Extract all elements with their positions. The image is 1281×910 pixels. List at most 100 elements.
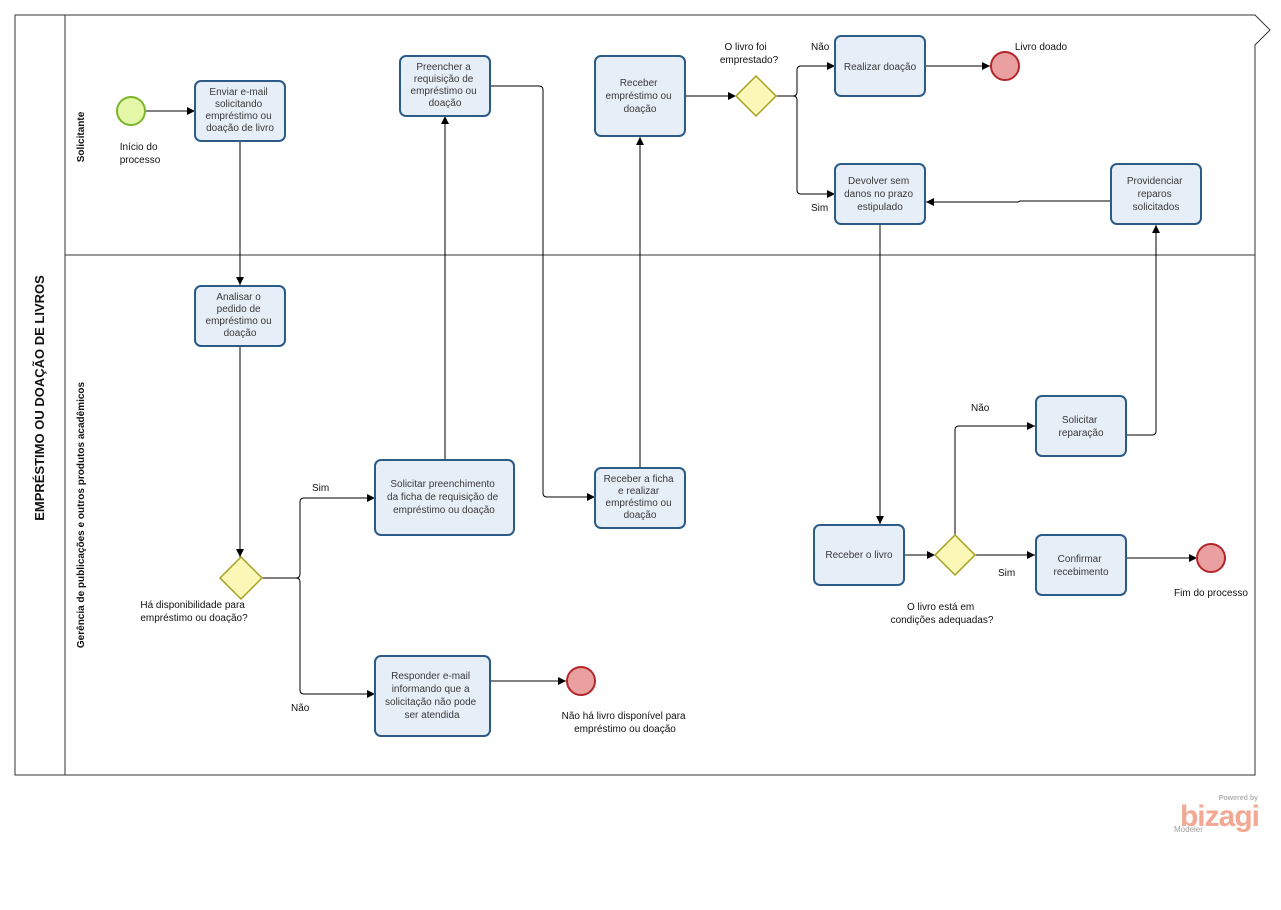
task-receber-emprestimo[interactable]: Receber empréstimo ou doação: [594, 55, 686, 137]
task-label: e realizar: [618, 486, 660, 497]
task-label: Receber o livro: [825, 550, 893, 561]
task-preencher-requisicao[interactable]: Preencher a requisição de empréstimo ou …: [399, 55, 491, 117]
flow-label-sim: Sim: [312, 483, 329, 494]
task-label: Enviar e-mail: [209, 87, 267, 98]
task-label: danos no prazo: [844, 189, 913, 200]
task-label: Receber a ficha: [604, 474, 674, 485]
svg-text:Há disponibilidade para: Há disponibilidade para empréstimo ou do…: [140, 600, 248, 624]
svg-text:Não há livro disponível para: Não há livro disponível para empréstimo …: [562, 711, 689, 735]
task-label: doação: [624, 104, 657, 115]
gateway-label: condições adequadas?: [891, 615, 994, 626]
svg-text:Realizar doação: Realizar doação: [844, 62, 917, 73]
task-label: empréstimo ou: [206, 316, 272, 327]
gateway-label: empréstimo ou doação?: [140, 613, 248, 624]
gateway-label: O livro foi: [724, 42, 766, 53]
task-label: pedido de: [217, 304, 261, 315]
lane-title-gerencia: Gerência de publicações e outros produto…: [76, 381, 87, 648]
gateway-disponibilidade: Há disponibilidade para empréstimo ou do…: [140, 555, 264, 624]
end-event-fim: Fim do processo: [1174, 543, 1248, 599]
gateway-livro-emprestado: O livro foi emprestado?: [720, 42, 779, 118]
svg-text:Receber o livro: Receber o livro: [825, 550, 893, 561]
task-realizar-doacao[interactable]: Realizar doação: [834, 35, 926, 97]
task-providenciar-reparos[interactable]: Providenciar reparos solicitados: [1110, 163, 1202, 225]
svg-text:Receber a ficha e realiz: Receber a ficha e realizar empréstimo ou…: [604, 474, 677, 521]
task-label: doação: [624, 510, 657, 521]
task-label: empréstimo ou: [606, 498, 672, 509]
task-label: Responder e-mail: [391, 671, 470, 682]
task-label: Analisar o: [216, 292, 261, 303]
task-label: Preencher a: [416, 62, 471, 73]
task-label: empréstimo ou: [206, 111, 272, 122]
gateway-label: emprestado?: [720, 55, 779, 66]
task-label: doação de livro: [206, 123, 274, 134]
watermark-brand: bizagi: [1180, 800, 1259, 833]
task-label: Confirmar: [1058, 554, 1103, 565]
svg-text:Solicitar preenchimento: Solicitar preenchimento da ficha de requ…: [387, 479, 501, 516]
flow-labels: Sim Não Não Sim Não Sim: [291, 42, 1015, 714]
svg-text:Receber empréstimo ou: Receber empréstimo ou doação: [606, 78, 675, 115]
svg-text:Preencher a requisição d: Preencher a requisição de empréstimo ou …: [411, 62, 480, 109]
task-label: empréstimo ou doação: [393, 505, 495, 516]
event-label: Início do: [120, 142, 158, 153]
task-receber-ficha[interactable]: Receber a ficha e realizar empréstimo ou…: [594, 467, 686, 529]
task-label: doação: [429, 98, 462, 109]
event-label: Não há livro disponível para: [562, 711, 686, 722]
task-label: Providenciar: [1127, 176, 1183, 187]
svg-text:Enviar e-mail solicitand: Enviar e-mail solicitando empréstimo ou …: [206, 87, 275, 134]
task-responder-email[interactable]: Responder e-mail informando que a solici…: [374, 655, 491, 737]
svg-text:Devolver sem danos no pr: Devolver sem danos no prazo estipulado: [844, 176, 916, 213]
task-label: Receber: [620, 78, 658, 89]
svg-text:Início do processo: Início do processo: [120, 142, 161, 166]
task-label: solicitação não pode: [385, 697, 477, 708]
end-event-nao-ha-livro: Não há livro disponível para empréstimo …: [562, 666, 689, 735]
svg-text:Livro doado: Livro doado: [1015, 42, 1068, 53]
svg-text:O livro foi emprestado?: O livro foi emprestado?: [720, 42, 779, 66]
task-label: estipulado: [857, 202, 903, 213]
flow-label-sim: Sim: [811, 203, 828, 214]
gateway-label: O livro está em: [907, 602, 974, 613]
svg-text:Providenciar reparos: Providenciar reparos solicitados: [1127, 176, 1185, 213]
task-devolver-sem-danos[interactable]: Devolver sem danos no prazo estipulado: [834, 163, 926, 225]
event-label: Livro doado: [1015, 42, 1068, 53]
task-label: da ficha de requisição de: [387, 492, 499, 503]
pool-title: EMPRÉSTIMO OU DOAÇÃO DE LIVROS: [32, 275, 47, 521]
svg-text:Fim do processo: Fim do processo: [1174, 588, 1248, 599]
task-label: Realizar doação: [844, 62, 917, 73]
task-label: reparação: [1058, 428, 1103, 439]
pool: EMPRÉSTIMO OU DOAÇÃO DE LIVROS Solicitan…: [14, 14, 1271, 776]
task-label: ser atendida: [404, 710, 459, 721]
task-confirmar-recebimento[interactable]: Confirmar recebimento: [1035, 534, 1127, 596]
task-solicitar-preenchimento[interactable]: Solicitar preenchimento da ficha de requ…: [374, 459, 515, 536]
flow-label-nao: Não: [291, 703, 310, 714]
event-label: processo: [120, 155, 161, 166]
task-label: doação: [224, 328, 257, 339]
task-label: informando que a: [392, 684, 470, 695]
task-solicitar-reparacao[interactable]: Solicitar reparação: [1035, 395, 1127, 457]
task-enviar-email[interactable]: Enviar e-mail solicitando empréstimo ou …: [194, 80, 286, 142]
task-label: Solicitar preenchimento: [390, 479, 495, 490]
svg-text:Analisar o pedido de: Analisar o pedido de empréstimo ou doaçã…: [206, 292, 275, 339]
task-label: solicitados: [1133, 202, 1180, 213]
event-label: empréstimo ou doação: [574, 724, 676, 735]
watermark-product: Modeler: [1174, 825, 1203, 834]
lane-title-solicitante: Solicitante: [76, 111, 87, 162]
task-label: empréstimo ou: [606, 91, 672, 102]
task-label: Solicitar: [1062, 415, 1098, 426]
end-event-livro-doado: Livro doado: [990, 42, 1068, 81]
task-analisar-pedido[interactable]: Analisar o pedido de empréstimo ou doaçã…: [194, 285, 286, 347]
gateway-condicoes: O livro está em condições adequadas?: [891, 533, 994, 626]
flow-label-sim: Sim: [998, 568, 1015, 579]
svg-text:O livro está em condiçõe: O livro está em condições adequadas?: [891, 602, 994, 626]
sequence-flows: [146, 62, 1197, 698]
flow-label-nao: Não: [971, 403, 990, 414]
bizagi-watermark: Powered by bizagi Modeler: [1174, 795, 1260, 834]
flow-label-nao: Não: [811, 42, 830, 53]
task-label: Devolver sem: [848, 176, 909, 187]
svg-text:Responder e-mail informa: Responder e-mail informando que a solici…: [385, 671, 479, 721]
start-event: Início do processo: [116, 96, 161, 166]
task-label: recebimento: [1053, 567, 1108, 578]
task-label: requisição de: [414, 74, 474, 85]
task-label: reparos: [1138, 189, 1172, 200]
task-receber-livro[interactable]: Receber o livro: [813, 524, 905, 586]
